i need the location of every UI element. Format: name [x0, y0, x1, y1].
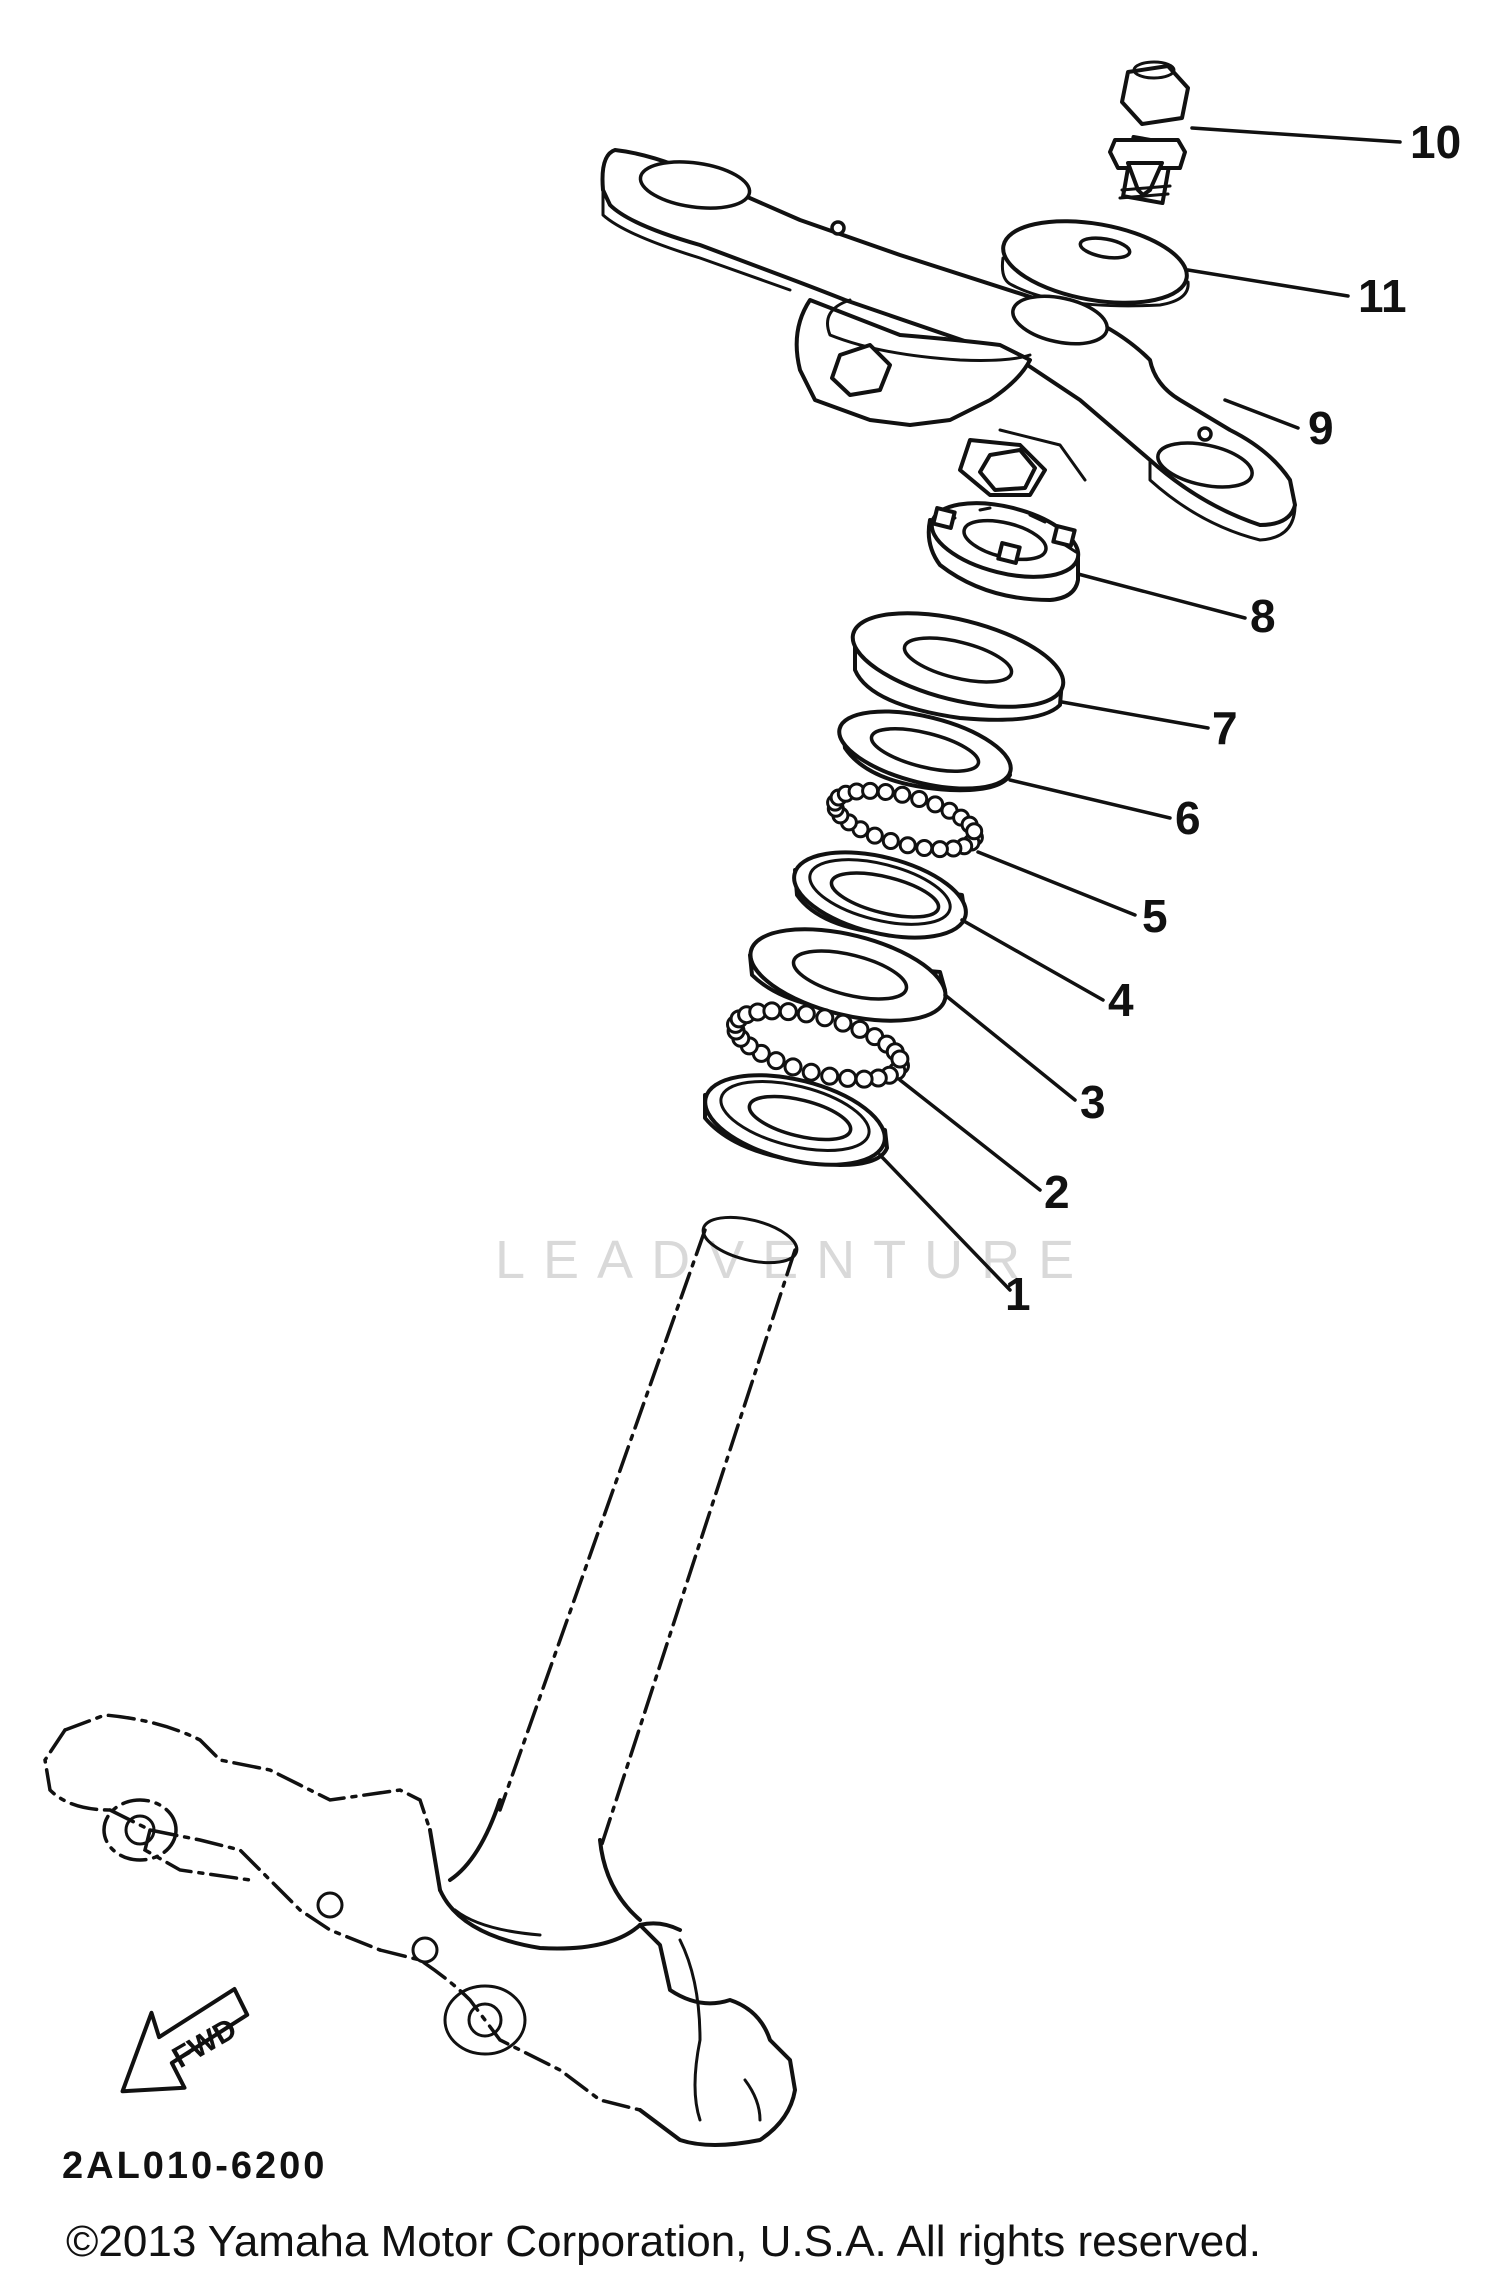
callout-3: 3: [1080, 1076, 1106, 1128]
part-6-bearing-race[interactable]: [832, 697, 1019, 804]
bearing-ball: [890, 1049, 910, 1069]
part-10-bolt[interactable]: [1108, 60, 1190, 206]
part-3-bearing-race[interactable]: [741, 912, 954, 1038]
callout-10: 10: [1410, 116, 1461, 168]
part-7-washer[interactable]: [844, 595, 1073, 725]
bearing-ball: [865, 826, 884, 845]
forward-direction-arrow: FWD: [120, 1987, 250, 2094]
steering-stem-lower-bracket[interactable]: [43, 1209, 801, 2147]
part-1-seal[interactable]: [696, 1059, 894, 1181]
callout-11: 11: [1358, 270, 1407, 322]
bearing-ball: [796, 1004, 816, 1024]
bearing-ball: [850, 1019, 870, 1039]
copyright-notice: ©2013 Yamaha Motor Corporation, U.S.A. A…: [66, 2217, 1261, 2266]
callout-2: 2: [1044, 1166, 1070, 1218]
callout-5: 5: [1142, 890, 1168, 942]
bearing-ball: [893, 785, 912, 804]
diagram-code: 2AL010-6200: [62, 2145, 327, 2187]
bearing-ball: [820, 1066, 840, 1086]
bearing-ball: [783, 1057, 803, 1077]
part-4-bearing-race[interactable]: [785, 837, 974, 953]
bearing-ball: [881, 832, 900, 850]
bearing-ball: [801, 1062, 821, 1082]
bearing-ball: [762, 1001, 782, 1021]
bearing-ball: [861, 781, 880, 800]
bearing-ball: [838, 1068, 858, 1088]
bearing-ball: [915, 839, 934, 857]
callouts: 10 11 9 8 7 6 5 4 3 2 1: [1005, 116, 1461, 1320]
bearing-ball: [854, 1069, 874, 1089]
callout-4: 4: [1108, 974, 1134, 1026]
bearing-ball: [876, 783, 895, 801]
callout-1: 1: [1005, 1268, 1031, 1320]
part-9-upper-bracket[interactable]: [600, 148, 1297, 542]
bearing-ball: [898, 836, 917, 855]
bearing-ball: [778, 1002, 798, 1022]
bearing-ball: [833, 1013, 853, 1033]
bearing-ball: [926, 795, 945, 814]
part-11-washer[interactable]: [997, 208, 1193, 315]
bearing-ball: [930, 840, 949, 859]
bearing-ball: [965, 822, 984, 841]
part-2-ball-set[interactable]: [726, 1001, 910, 1089]
callout-6: 6: [1175, 792, 1201, 844]
bearing-ball: [910, 790, 929, 808]
callout-7: 7: [1212, 702, 1238, 754]
part-5-ball-set[interactable]: [826, 781, 984, 859]
bearing-ball: [815, 1008, 835, 1028]
callout-8: 8: [1250, 590, 1276, 642]
part-8-ring-nut[interactable]: [924, 490, 1086, 602]
leader-lines: [878, 126, 1402, 1292]
callout-9: 9: [1308, 402, 1334, 454]
bearing-ball: [766, 1051, 786, 1071]
